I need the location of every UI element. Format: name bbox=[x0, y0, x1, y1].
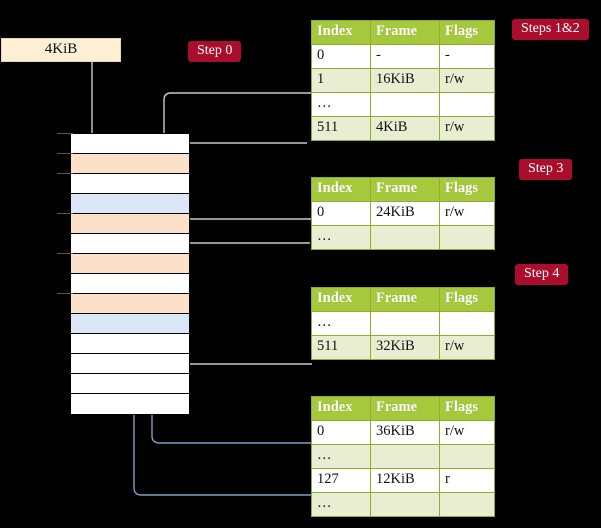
memory-block-0 bbox=[70, 133, 190, 155]
memory-block-10 bbox=[70, 333, 190, 355]
cell-flags: r bbox=[439, 468, 495, 493]
cell-index: 511 bbox=[311, 116, 371, 141]
cell-index: 0 bbox=[311, 420, 371, 445]
cell-flags: r/w bbox=[439, 335, 495, 360]
cell-frame: 36KiB bbox=[370, 420, 440, 445]
cell-frame bbox=[370, 492, 440, 517]
cell-index: … bbox=[311, 225, 371, 250]
column-header-frame: Frame bbox=[370, 20, 440, 45]
column-header-index: Index bbox=[311, 287, 371, 312]
cell-flags: r/w bbox=[439, 116, 495, 141]
badge-step-4: Step 4 bbox=[515, 264, 569, 285]
memory-block-9 bbox=[70, 313, 190, 335]
cell-index: … bbox=[311, 492, 371, 517]
cell-flags bbox=[439, 492, 495, 517]
cell-frame bbox=[370, 444, 440, 469]
cell-frame: 32KiB bbox=[370, 335, 440, 360]
cell-frame: 4KiB bbox=[370, 116, 440, 141]
memory-tick-5 bbox=[57, 293, 73, 294]
size-label-text: 4KiB bbox=[44, 41, 78, 57]
table-row: 0-- bbox=[311, 44, 495, 69]
badge-step-3-label: Step 3 bbox=[528, 161, 564, 176]
memory-block-3 bbox=[70, 193, 190, 215]
cell-index: 127 bbox=[311, 468, 371, 493]
cell-frame: 12KiB bbox=[370, 468, 440, 493]
memory-block-11 bbox=[70, 353, 190, 375]
cell-frame bbox=[370, 92, 440, 117]
column-header-index: Index bbox=[311, 20, 371, 45]
column-header-frame: Frame bbox=[370, 396, 440, 421]
badge-steps-1-2-label: Steps 1&2 bbox=[521, 21, 580, 36]
memory-tick-2 bbox=[57, 173, 73, 174]
cell-flags: r/w bbox=[439, 68, 495, 93]
size-label-4kib: 4KiB bbox=[1, 38, 121, 62]
cell-flags bbox=[439, 311, 495, 336]
column-header-flags: Flags bbox=[439, 177, 495, 202]
column-header-frame: Frame bbox=[370, 177, 440, 202]
memory-block-6 bbox=[70, 253, 190, 275]
memory-block-13 bbox=[70, 393, 190, 415]
memory-tick-3 bbox=[57, 213, 73, 214]
cell-flags: r/w bbox=[439, 420, 495, 445]
column-header-flags: Flags bbox=[439, 287, 495, 312]
cell-flags bbox=[439, 444, 495, 469]
badge-step-4-label: Step 4 bbox=[524, 266, 560, 281]
memory-tick-4 bbox=[57, 253, 73, 254]
badge-steps-1-2: Steps 1&2 bbox=[512, 19, 589, 40]
table-row: … bbox=[311, 311, 495, 336]
badge-step-0-label: Step 0 bbox=[197, 43, 233, 58]
cell-flags bbox=[439, 225, 495, 250]
table-row: … bbox=[311, 492, 495, 517]
memory-block-1 bbox=[70, 153, 190, 175]
column-header-flags: Flags bbox=[439, 20, 495, 45]
memory-block-12 bbox=[70, 373, 190, 395]
cell-flags: - bbox=[439, 44, 495, 69]
table-row: … bbox=[311, 92, 495, 117]
table-row: … bbox=[311, 225, 495, 250]
column-header-index: Index bbox=[311, 177, 371, 202]
cell-index: 0 bbox=[311, 44, 371, 69]
badge-step-0: Step 0 bbox=[188, 41, 242, 62]
cell-frame bbox=[370, 311, 440, 336]
cell-index: … bbox=[311, 444, 371, 469]
memory-tick-1 bbox=[57, 153, 73, 154]
memory-block-4 bbox=[70, 213, 190, 235]
memory-block-7 bbox=[70, 273, 190, 295]
column-header-frame: Frame bbox=[370, 287, 440, 312]
memory-tick-0 bbox=[57, 133, 73, 134]
cell-frame: - bbox=[370, 44, 440, 69]
column-header-flags: Flags bbox=[439, 396, 495, 421]
table-row: … bbox=[311, 444, 495, 469]
cell-index: … bbox=[311, 92, 371, 117]
cell-flags bbox=[439, 92, 495, 117]
cell-flags: r/w bbox=[439, 201, 495, 226]
cell-index: … bbox=[311, 311, 371, 336]
column-header-index: Index bbox=[311, 396, 371, 421]
cell-frame: 24KiB bbox=[370, 201, 440, 226]
cell-index: 0 bbox=[311, 201, 371, 226]
memory-block-8 bbox=[70, 293, 190, 315]
badge-step-3: Step 3 bbox=[519, 159, 573, 180]
physical-memory-column bbox=[70, 133, 190, 415]
cell-frame bbox=[370, 225, 440, 250]
cell-index: 1 bbox=[311, 68, 371, 93]
memory-block-2 bbox=[70, 173, 190, 195]
memory-block-5 bbox=[70, 233, 190, 255]
cell-frame: 16KiB bbox=[370, 68, 440, 93]
cell-index: 511 bbox=[311, 335, 371, 360]
